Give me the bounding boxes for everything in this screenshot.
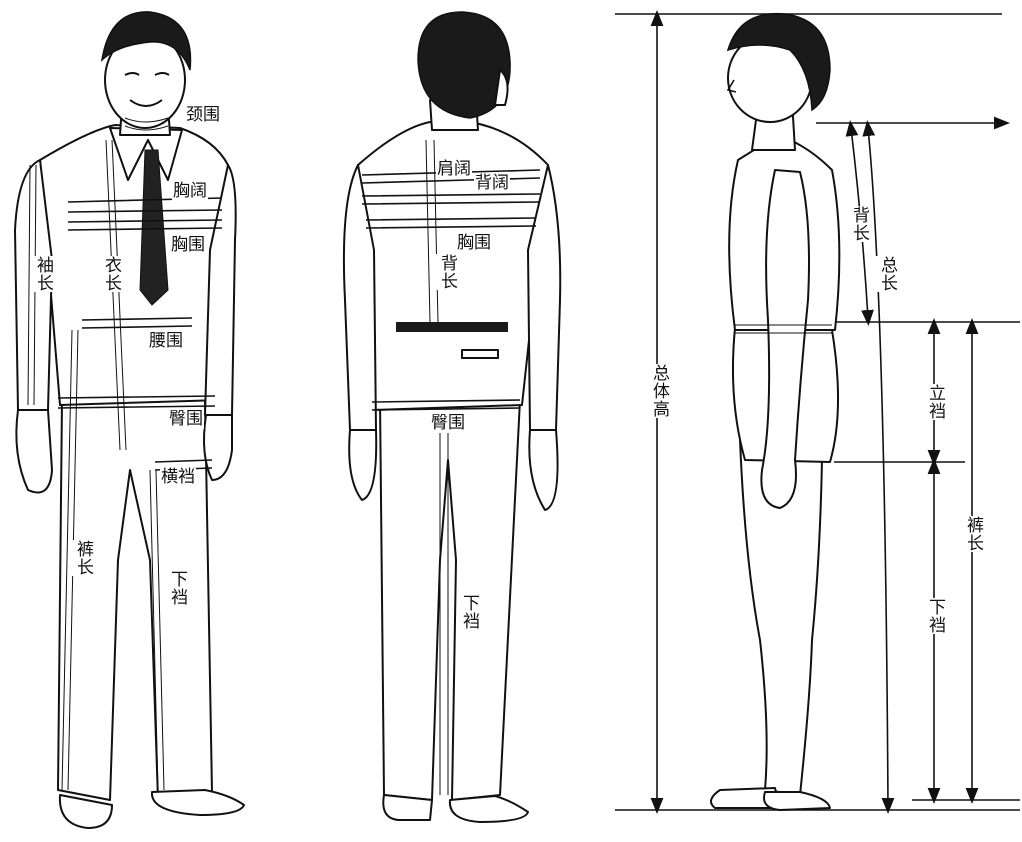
label-back-length: 背长: [436, 254, 457, 290]
label-inseam: 下裆: [166, 570, 187, 606]
label-chest-width: 胸阔: [172, 182, 208, 201]
label-total-height: 总体高: [648, 364, 669, 418]
label-trouser-length: 裤长: [72, 540, 93, 576]
front-figure: [15, 12, 244, 828]
label-back-hip-circumference: 臀围: [430, 414, 466, 433]
label-total-length: 总长: [876, 256, 897, 292]
label-shoulder-width: 肩阔: [436, 160, 472, 179]
label-hip-circumference: 臀围: [168, 410, 204, 429]
label-rise: 立裆: [924, 384, 945, 420]
label-crotch-width: 横裆: [160, 468, 196, 487]
label-side-back-length: 背长: [848, 206, 869, 242]
label-neck-circumference: 颈围: [185, 106, 221, 125]
label-chest-circumference: 胸围: [170, 236, 206, 255]
label-jacket-length: 衣长: [100, 256, 121, 292]
label-side-trouser-length: 裤长: [962, 516, 983, 552]
label-back-width: 背阔: [474, 174, 510, 193]
label-waist-circumference: 腰围: [148, 332, 184, 351]
label-back-inseam: 下裆: [458, 594, 479, 630]
side-figure: [615, 14, 1020, 810]
label-back-chest-circumference: 胸围: [456, 234, 492, 253]
label-sleeve-length: 袖长: [32, 256, 53, 292]
label-side-inseam: 下裆: [924, 598, 945, 634]
